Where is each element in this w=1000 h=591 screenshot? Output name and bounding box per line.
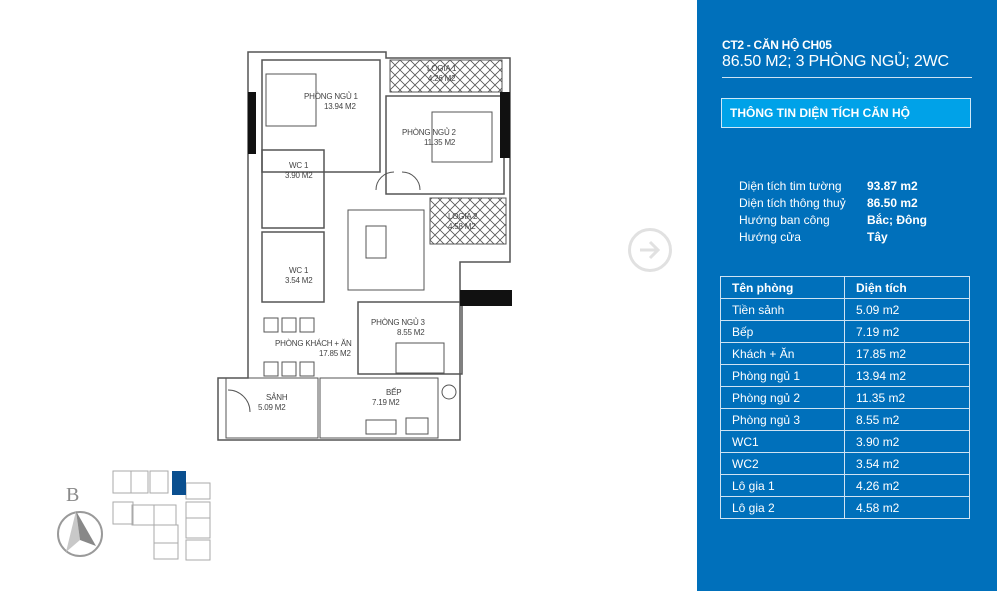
room-name: Phòng ngủ 2 bbox=[720, 386, 845, 409]
info-row: Hướng cửa Tây bbox=[739, 229, 927, 246]
apartment-summary: 86.50 M2; 3 PHÒNG NGỦ; 2WC bbox=[722, 53, 949, 70]
label-kitchen: BẾP 7.19 M2 bbox=[372, 388, 402, 408]
room-area: 11.35 m2 bbox=[844, 386, 970, 409]
area-info-button[interactable]: THÔNG TIN DIỆN TÍCH CĂN HỘ bbox=[721, 98, 971, 128]
room-area: 17.85 M2 bbox=[319, 349, 351, 358]
label-logia1: LOGIA 1 4.26 M2 bbox=[427, 64, 456, 84]
room-area: 3.54 m2 bbox=[844, 452, 970, 475]
next-button[interactable] bbox=[628, 228, 672, 272]
room-area: 3.54 M2 bbox=[285, 276, 313, 285]
room-name: LOGIA 2 bbox=[448, 212, 478, 221]
label-bedroom3: PHÒNG NGỦ 3 8.55 M2 bbox=[371, 318, 425, 338]
label-wc2: WC 1 3.54 M2 bbox=[285, 266, 313, 286]
info-label: Hướng cửa bbox=[739, 230, 801, 244]
room-area: 3.90 m2 bbox=[844, 430, 970, 453]
room-name: Tiền sảnh bbox=[720, 298, 845, 321]
room-name: Lô gia 1 bbox=[720, 474, 845, 497]
room-name: Phòng ngủ 1 bbox=[720, 364, 845, 387]
compass-north-label: B bbox=[66, 484, 80, 506]
room-name: Bếp bbox=[720, 320, 845, 343]
room-name: SẢNH bbox=[266, 393, 288, 402]
info-value: Tây bbox=[867, 230, 888, 244]
panel-edge bbox=[997, 0, 1000, 591]
label-logia2: LOGIA 2 4.58 M2 bbox=[448, 212, 477, 232]
highlighted-unit bbox=[172, 471, 186, 495]
info-value: 86.50 m2 bbox=[867, 196, 918, 210]
room-name: WC1 bbox=[720, 430, 845, 453]
room-name: WC 1 bbox=[289, 266, 309, 275]
info-row: Hướng ban công Bắc; Đông bbox=[739, 212, 927, 229]
room-area: 5.09 m2 bbox=[844, 298, 970, 321]
info-label: Diện tích thông thuỷ bbox=[739, 196, 846, 210]
info-panel: CT2 - CĂN HỘ CH05 86.50 M2; 3 PHÒNG NGỦ;… bbox=[697, 0, 997, 591]
arrow-right-icon bbox=[640, 240, 661, 260]
room-area: 7.19 M2 bbox=[372, 398, 400, 407]
label-bedroom2: PHÒNG NGỦ 2 11.35 M2 bbox=[402, 128, 456, 148]
info-value: Bắc; Đông bbox=[867, 213, 927, 227]
info-label: Hướng ban công bbox=[739, 213, 830, 227]
label-lobby: SẢNH 5.09 M2 bbox=[258, 393, 288, 413]
room-area: 5.09 M2 bbox=[258, 403, 286, 412]
room-name: PHÒNG NGỦ 2 bbox=[402, 128, 456, 137]
divider bbox=[722, 77, 972, 78]
room-area: 8.55 m2 bbox=[844, 408, 970, 431]
room-area: 4.58 m2 bbox=[844, 496, 970, 519]
room-area: 13.94 M2 bbox=[324, 102, 356, 111]
room-name: PHÒNG KHÁCH + ĂN bbox=[275, 339, 352, 348]
label-wc1: WC 1 3.90 M2 bbox=[285, 161, 313, 181]
room-name: Lô gia 2 bbox=[720, 496, 845, 519]
room-area: 4.26 M2 bbox=[427, 74, 456, 83]
room-area: 3.90 M2 bbox=[285, 171, 313, 180]
room-name: WC2 bbox=[720, 452, 845, 475]
label-living: PHÒNG KHÁCH + ĂN 17.85 M2 bbox=[275, 339, 352, 359]
table-header: Tên phòng Diện tích bbox=[720, 276, 970, 299]
room-area: 4.58 M2 bbox=[448, 222, 476, 231]
room-area: 11.35 M2 bbox=[424, 138, 456, 147]
room-area: 13.94 m2 bbox=[844, 364, 970, 387]
label-bedroom1: PHÒNG NGỦ 1 13.94 M2 bbox=[304, 92, 358, 112]
compass-icon bbox=[57, 511, 103, 557]
info-row: Diện tích tim tường 93.87 m2 bbox=[739, 178, 927, 195]
info-row: Diện tích thông thuỷ 86.50 m2 bbox=[739, 195, 927, 212]
apartment-code: CT2 - CĂN HỘ CH05 bbox=[722, 38, 832, 52]
room-name: LOGIA 1 bbox=[427, 64, 457, 73]
info-value: 93.87 m2 bbox=[867, 179, 918, 193]
info-list: Diện tích tim tường 93.87 m2 Diện tích th… bbox=[739, 178, 927, 246]
room-area: 4.26 m2 bbox=[844, 474, 970, 497]
room-name: Khách + Ăn bbox=[720, 342, 845, 365]
floor-plan: LOGIA 1 4.26 M2 PHÒNG NGỦ 1 13.94 M2 PHÒ… bbox=[57, 51, 512, 561]
room-name: Phòng ngủ 3 bbox=[720, 408, 845, 431]
room-name: PHÒNG NGỦ 1 bbox=[304, 92, 358, 101]
column-header: Diện tích bbox=[844, 276, 970, 299]
room-area: 17.85 m2 bbox=[844, 342, 970, 365]
floor-plan-drawing bbox=[57, 51, 512, 561]
room-area: 7.19 m2 bbox=[844, 320, 970, 343]
room-area: 8.55 M2 bbox=[397, 328, 425, 337]
info-label: Diện tích tim tường bbox=[739, 179, 842, 193]
column-header: Tên phòng bbox=[720, 276, 845, 299]
room-name: PHÒNG NGỦ 3 bbox=[371, 318, 425, 327]
room-name: BẾP bbox=[386, 388, 402, 397]
room-name: WC 1 bbox=[289, 161, 309, 170]
